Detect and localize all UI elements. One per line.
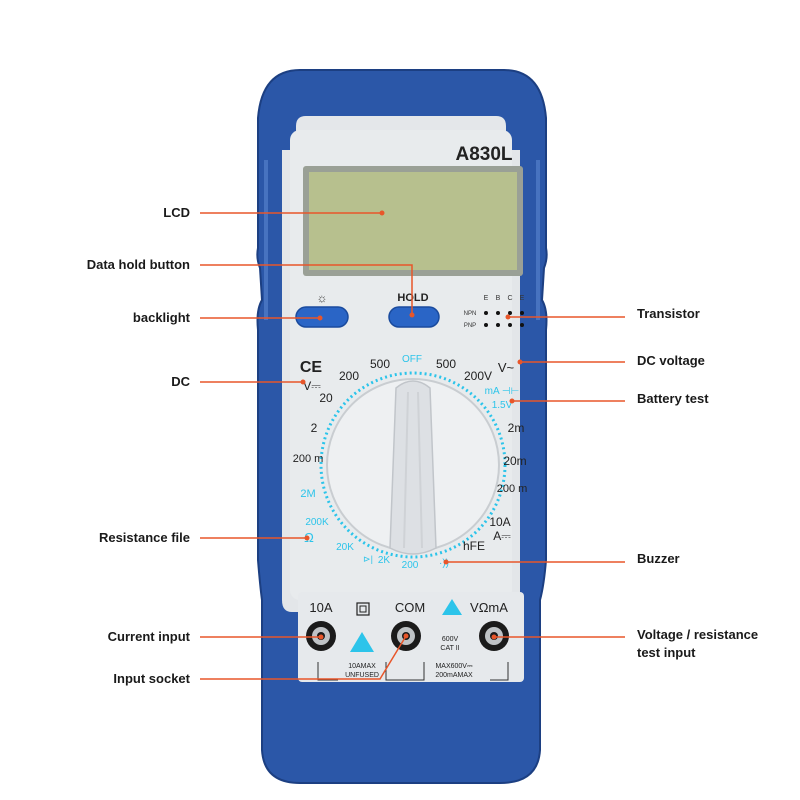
dial-label-ohm-2k: 2K — [378, 555, 391, 566]
socket-pin-label: C — [507, 295, 512, 302]
terminal-10a-label: 10A — [309, 600, 332, 615]
cat-rating-line: CAT II — [440, 645, 459, 652]
dial-label-dcv-500: 500 — [370, 357, 390, 371]
warning-triangle-icon — [442, 599, 462, 615]
dial-label-dca-20m: 20m — [503, 454, 526, 468]
callout-current-input: Current input — [107, 629, 190, 644]
callout-lcd: LCD — [163, 205, 190, 220]
callout-backlight: backlight — [132, 310, 190, 325]
callout-dots — [300, 210, 523, 640]
max-rating-line: MAX600V⎓ — [435, 663, 473, 670]
socket-row-label: PNP — [464, 323, 476, 329]
callout-buzzer: Buzzer — [637, 551, 680, 566]
cat-rating-line: 600V — [442, 636, 459, 643]
callout-resistance-file: Resistance file — [98, 530, 190, 545]
callout-voltage-resistance-input: Voltage / resistance test input — [637, 626, 792, 662]
dial-label-dcv-200: 200 — [339, 369, 359, 383]
model-label: A830L — [455, 144, 512, 165]
callout-voltage-resistance-line1: Voltage / resistance — [637, 627, 759, 642]
dial-label-dcv-20: 20 — [319, 391, 333, 405]
callout-lines — [200, 212, 625, 680]
callout-transistor: Transistor — [637, 306, 700, 321]
fuse-note-line: 10AMAX — [348, 663, 376, 670]
callout-voltage-resistance-line2: test input — [637, 645, 696, 660]
battery-test-label: mA ⊣⊢ — [485, 386, 520, 397]
dc-current-symbol: A⎓ — [493, 529, 511, 543]
lcd-screen — [309, 172, 517, 270]
backlight-symbol-icon: ☼ — [317, 291, 328, 305]
terminal-vma-label: VΩmA — [470, 600, 508, 615]
ce-mark: CE — [300, 359, 323, 376]
dial-label-dca-10a: 10A — [489, 515, 510, 529]
dial-knob-ridge — [403, 391, 423, 549]
dial-label-ohm-2m: 2M — [300, 488, 315, 500]
socket-row-label: NPN — [464, 311, 477, 317]
socket-pin-label: E — [484, 295, 489, 302]
callout-dc-voltage: DC voltage — [637, 353, 705, 368]
callout-line-hold — [200, 264, 413, 315]
double-insulation-icon — [356, 602, 370, 616]
callout-data-hold-button: Data hold button — [86, 257, 190, 272]
battery-test-voltage: 1.5V — [492, 400, 513, 411]
hold-button-label: HOLD — [397, 292, 428, 304]
socket-pin-label: B — [496, 295, 501, 302]
dial-label-ohm-200: 200 — [402, 560, 419, 571]
dial-off-label: OFF — [402, 354, 422, 365]
callout-input-socket: Input socket — [113, 671, 190, 686]
warning-triangle-icon — [350, 632, 374, 652]
hold-button[interactable] — [388, 306, 440, 328]
dial-label-dca-2m: 2m — [508, 421, 525, 435]
socket-pin-label: E — [520, 295, 525, 302]
dial-label-ohm-200k: 200K — [305, 517, 329, 528]
dial-label-ohm-20k: 20K — [336, 542, 354, 553]
dc-voltage-symbol: V⎓ — [303, 379, 321, 393]
ac-voltage-symbol: V~ — [498, 360, 515, 375]
dial-label-left-200m: 200 m — [293, 453, 324, 465]
transistor-socket: E B C E NPN PNP — [464, 295, 525, 329]
dial-label-left-2: 2 — [311, 421, 318, 435]
terminal-bracket — [317, 662, 509, 681]
callout-battery-test: Battery test — [637, 391, 709, 406]
dial-pointer-knob[interactable] — [389, 380, 437, 555]
diode-symbol-icon: ⊳| — [363, 554, 373, 564]
dial-label-dca-200m: 200 m — [497, 483, 528, 495]
max-rating-line: 200mAMAX — [435, 672, 473, 679]
dial-label-acv-200: 200V — [464, 369, 492, 383]
hfe-label: hFE — [463, 539, 485, 553]
fuse-note-line: UNFUSED — [345, 672, 379, 679]
terminal-com-label: COM — [395, 600, 425, 615]
callout-dc: DC — [171, 374, 190, 389]
dial-scale-ring — [319, 371, 507, 559]
callout-line-input-socket — [200, 635, 407, 680]
dial-label-acv-500: 500 — [436, 357, 456, 371]
